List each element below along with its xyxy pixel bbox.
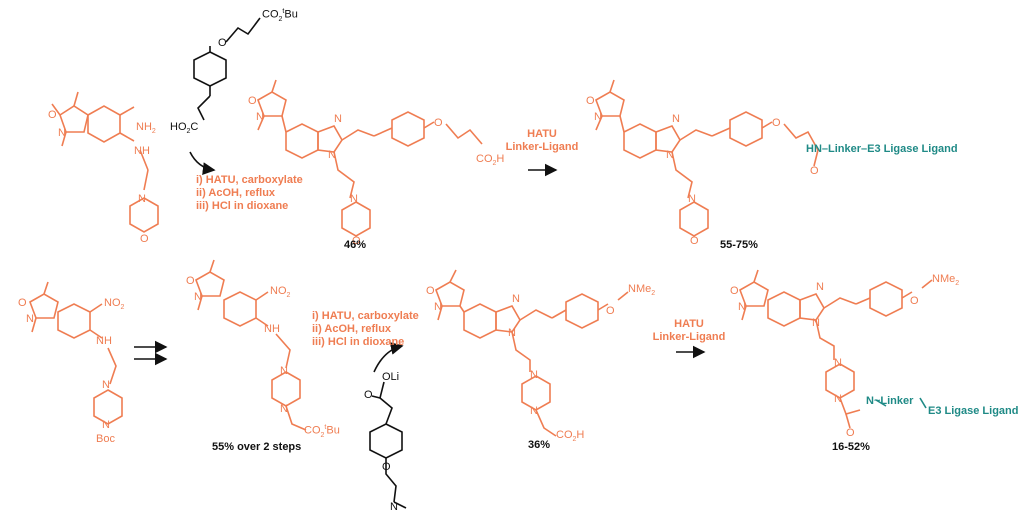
atom-n-dimethyl: N [390, 501, 398, 513]
atom-o-ether: O [218, 37, 227, 49]
atom-n-morpholine: N [138, 193, 146, 205]
atom-nme2: NMe2 [932, 273, 960, 288]
atom-n-piperazine-2: N [102, 419, 110, 431]
atom-no2: NO2 [270, 285, 291, 300]
atom-nme2: NMe2 [628, 283, 656, 298]
atom-co2h: CO2H [476, 153, 505, 168]
atom-n: N [26, 313, 34, 325]
condition-line: i) HATU, carboxylate [196, 174, 303, 186]
atom-co2h: CO2H [556, 429, 585, 444]
condition-line: Linker-Ligand [652, 331, 726, 343]
atom-n: N [434, 301, 442, 313]
atom-o-ether: O [910, 295, 919, 307]
atom-n-imidazole: N [672, 113, 680, 125]
atom-o-morpholine: O [352, 235, 361, 247]
reagent-carboxylate-bottom [369, 381, 407, 509]
atom-o-ether: O [606, 305, 615, 317]
atom-o-morpholine: O [140, 233, 149, 245]
atom-o-ether: O [434, 117, 443, 129]
atom-n-imidazole-2: N [666, 149, 674, 161]
atom-o-carbonyl: O [810, 165, 819, 177]
condition-line: iii) HCl in dioxane [312, 336, 405, 348]
atom-o: O [730, 285, 739, 297]
conditions-step4: HATU Linker-Ligand [648, 318, 730, 344]
condition-line: HATU [674, 318, 704, 330]
atom-o: O [426, 285, 435, 297]
condition-line: HATU [527, 128, 557, 140]
atom-n-imidazole-2: N [508, 327, 516, 339]
linker-bonds [875, 397, 927, 409]
starting-material-1 [51, 91, 159, 233]
atom-n-imidazole: N [512, 293, 520, 305]
yield-product2: 55-75% [720, 239, 758, 251]
condition-line: ii) AcOH, reflux [196, 187, 276, 199]
atom-n-piperazine: N [530, 369, 538, 381]
atom-n: N [256, 111, 264, 123]
starting-material-2 [29, 281, 123, 425]
conditions-step3: i) HATU, carboxylate ii) AcOH, reflux ii… [312, 310, 419, 349]
atom-n-piperazine-2: N [530, 405, 538, 417]
atom-o-carbonyl: O [846, 427, 855, 439]
atom-n: N [58, 127, 66, 139]
intermediate [195, 259, 307, 431]
yield-intermediate: 55% over 2 steps [212, 441, 302, 453]
conditions-step1: i) HATU, carboxylate ii) AcOH, reflux ii… [196, 174, 303, 213]
atom-n-imidazole-2: N [812, 317, 820, 329]
yield-product3: 36% [528, 439, 551, 451]
yield-product1: 46% [344, 239, 367, 251]
conditions-step2: HATU Linker-Ligand [502, 128, 582, 154]
atom-n: N [194, 291, 202, 303]
product-4 [739, 269, 933, 429]
atom-o-morpholine: O [690, 235, 699, 247]
atom-no2: NO2 [104, 297, 125, 312]
condition-line: Linker-Ligand [505, 141, 579, 153]
atom-o-ether: O [382, 461, 391, 473]
atom-n-piperazine: N [280, 365, 288, 377]
atom-n-piperazine: N [834, 357, 842, 369]
atom-n: N [594, 111, 602, 123]
atom-o-carbonyl: O [364, 389, 373, 401]
atom-n-morpholine: N [350, 193, 358, 205]
atom-o: O [18, 297, 27, 309]
arrows [134, 151, 706, 373]
atom-n-morpholine: N [688, 193, 696, 205]
atom-n-piperazine-2: N [280, 403, 288, 415]
atom-nh: NH [264, 323, 280, 335]
atom-co2tbu: CO2tBu [304, 424, 340, 439]
atom-boc: Boc [96, 433, 115, 445]
atom-nh: NH [134, 145, 150, 157]
product-1 [257, 79, 483, 237]
ligand-label-bottom: E3 Ligase Ligand [928, 405, 1019, 417]
yield-product4: 16-52% [832, 441, 870, 453]
atom-ho2c: HO2C [170, 121, 199, 136]
atom-n: N [738, 301, 746, 313]
atom-o: O [48, 109, 57, 121]
linker-label-bottom: N~Linker [866, 395, 914, 407]
reagent-acid-top [193, 17, 261, 121]
condition-line: i) HATU, carboxylate [312, 310, 419, 322]
atom-n-imidazole-2: N [328, 149, 336, 161]
atom-n-imidazole: N [334, 113, 342, 125]
atom-o: O [186, 275, 195, 287]
linker-ligand-label-top: HN–Linker–E3 Ligase Ligand [806, 143, 958, 155]
atom-nh: NH [96, 335, 112, 347]
condition-line: ii) AcOH, reflux [312, 323, 392, 335]
atom-n-piperazine-2: N [834, 393, 842, 405]
atom-o-ether: O [772, 117, 781, 129]
atom-nh2: NH2 [136, 121, 156, 136]
product-2 [595, 79, 819, 237]
atom-co2tbu: CO2tBu [262, 8, 298, 23]
product-3 [435, 269, 629, 437]
condition-line: iii) HCl in dioxane [196, 200, 289, 212]
atom-n-piperazine: N [102, 379, 110, 391]
atom-o: O [248, 95, 257, 107]
atom-o: O [586, 95, 595, 107]
atom-n-imidazole: N [816, 281, 824, 293]
atom-oli: OLi [382, 371, 400, 383]
